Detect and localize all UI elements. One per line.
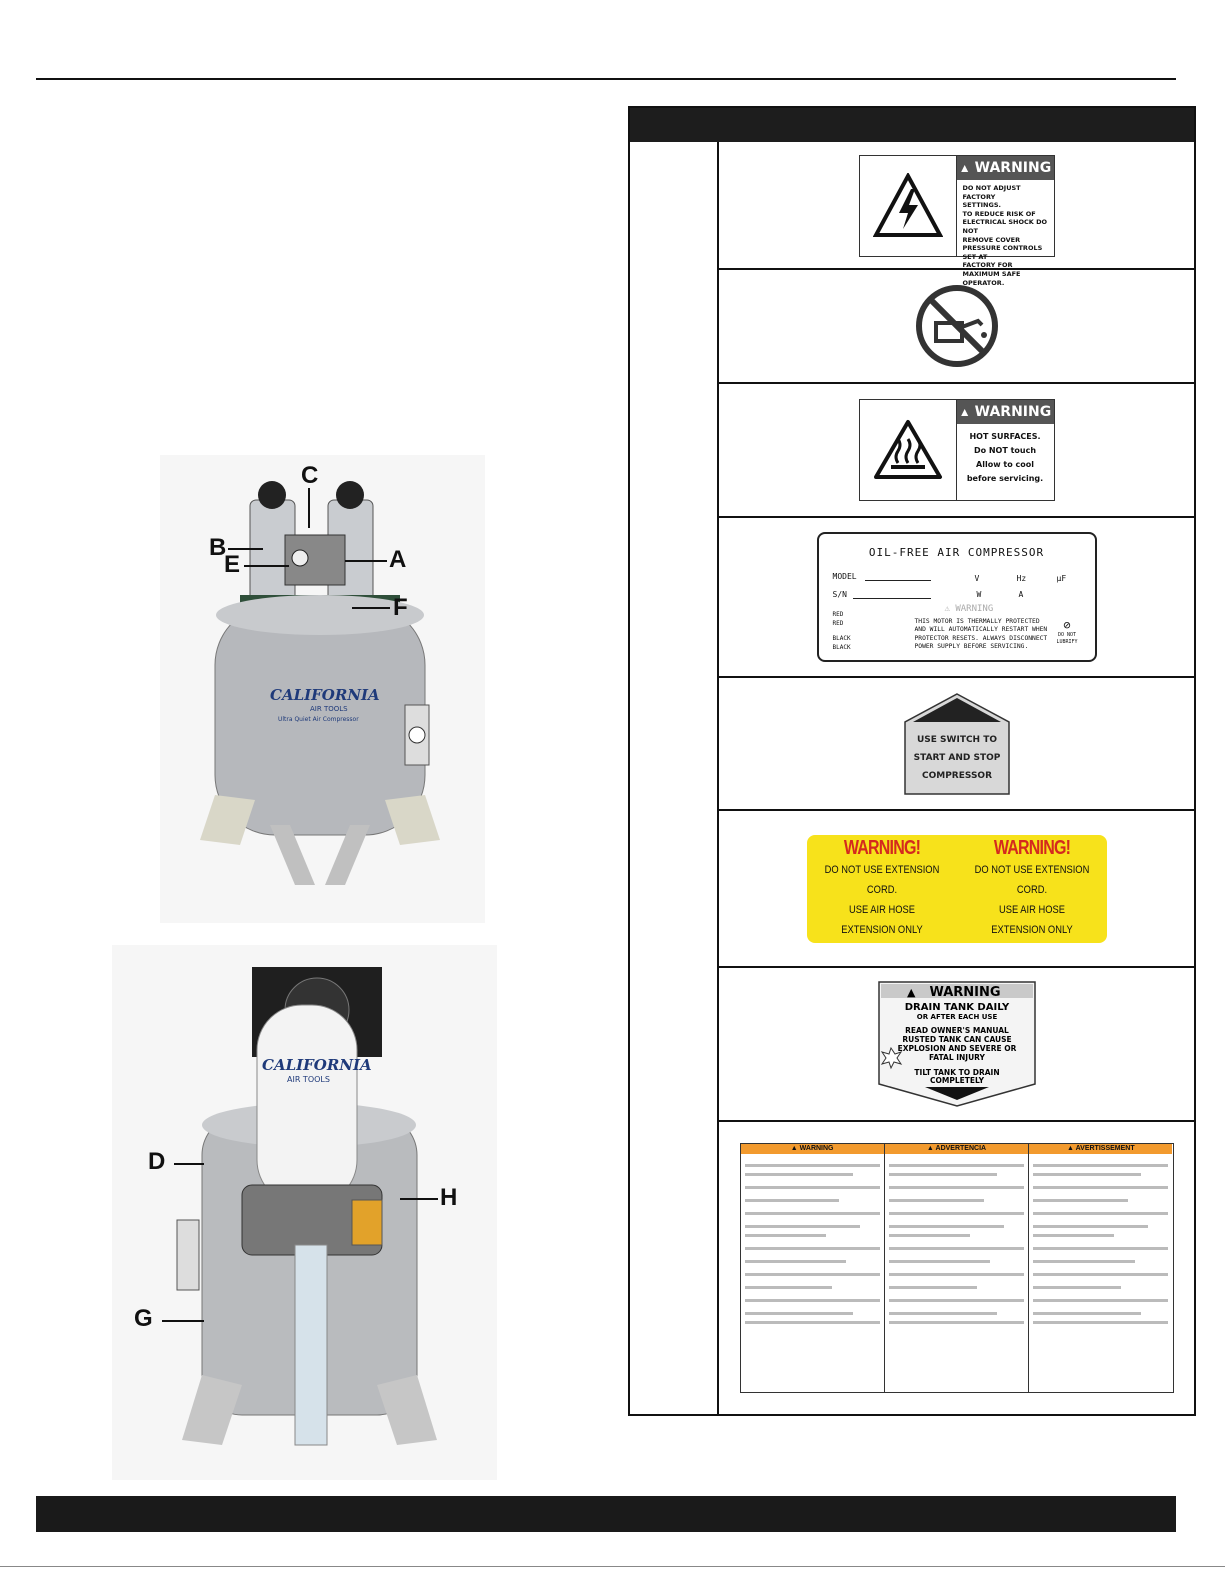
label-row-6: WARNING! DO NOT USE EXTENSION CORD. USE … [719,811,1194,966]
multilingual-warning-label: ▲ WARNING ▲ ADVERTENCIA [739,1143,1174,1393]
amps-label: A [1018,590,1024,599]
table-column-divider [717,142,719,1416]
tagline-1: Ultra Quiet Air Compressor [278,716,359,723]
brand-logo-2: CALIFORNIA [262,1056,372,1074]
extension-warning-left: WARNING! DO NOT USE EXTENSION CORD. USE … [824,837,939,936]
leader-g [162,1320,204,1322]
svg-text:EXPLOSION AND SEVERE OR: EXPLOSION AND SEVERE OR [897,1044,1016,1053]
svg-text:AIR TOOLS: AIR TOOLS [287,1075,330,1084]
drain-tank-label: ▲ WARNING DRAIN TANK DAILY OR AFTER EACH… [877,981,1036,1107]
switch-label: USE SWITCH TO START AND STOP COMPRESSOR [903,692,1010,795]
leader-c [308,488,310,528]
label-row-8: ▲ WARNING ▲ ADVERTENCIA [719,1122,1194,1414]
sn-label: S/N [832,590,847,599]
leader-b [228,548,263,550]
leader-e [244,565,289,567]
callout-d: D [148,1148,166,1175]
no-oil-icon [915,285,998,367]
svg-text:COMPRESSOR: COMPRESSOR [921,771,991,781]
svg-text:START AND STOP: START AND STOP [913,753,1000,763]
label-row-5: USE SWITCH TO START AND STOP COMPRESSOR [719,678,1194,809]
volts-label: V [974,574,980,583]
leader-f [352,607,390,609]
callout-b: B [209,534,227,561]
uf-label: μF [1056,574,1067,583]
svg-text:RUSTED TANK CAN CAUSE: RUSTED TANK CAN CAUSE [902,1035,1011,1044]
leader-h [400,1198,438,1200]
svg-text:OR AFTER EACH USE: OR AFTER EACH USE [916,1013,997,1021]
extension-warning-right: WARNING! DO NOT USE EXTENSION CORD. USE … [974,837,1089,936]
bottom-rule [0,1566,1225,1567]
nameplate-label: OIL-FREE AIR COMPRESSOR MODEL S/N V Hz μ… [816,532,1097,662]
svg-text:AIR TOOLS: AIR TOOLS [310,705,348,713]
callout-h: H [440,1184,458,1211]
brand-logo-1: CALIFORNIA [270,686,380,704]
watts-label: W [976,590,982,599]
svg-text:DRAIN TANK DAILY: DRAIN TANK DAILY [904,1002,1009,1013]
top-rule [36,78,1176,80]
alert-icon: ▲ [958,405,971,419]
leader-d [174,1163,204,1165]
svg-text:TILT TANK TO DRAIN: TILT TANK TO DRAIN [914,1068,999,1077]
warning-column-es: ▲ ADVERTENCIA [884,1144,1030,1392]
label-row-4: OIL-FREE AIR COMPRESSOR MODEL S/N V Hz μ… [719,518,1194,676]
svg-text:WARNING: WARNING [929,985,1000,1000]
svg-text:READ OWNER'S MANUAL: READ OWNER'S MANUAL [905,1026,1009,1035]
model-label: MODEL [832,572,857,581]
warning-column-fr: ▲ AVERTISSEMENT [1029,1144,1173,1392]
footer-bar [36,1496,1176,1532]
nameplate-warning: ⚠ WARNING [944,604,994,614]
hz-label: Hz [1016,574,1027,583]
explosion-icon [880,1046,902,1070]
svg-text:▲: ▲ [907,986,916,999]
leader-a [345,560,387,562]
warning-header: ▲ WARNING [956,156,1054,180]
electric-shock-icon [872,173,943,237]
svg-text:FATAL INJURY: FATAL INJURY [929,1053,986,1062]
nameplate-title: OIL-FREE AIR COMPRESSOR [868,546,1045,559]
warning-header: ▲ WARNING [956,400,1054,424]
label-row-2 [719,270,1194,382]
no-oil-small-icon: ⊘ [1063,618,1071,632]
compressor-photo-rear: CALIFORNIA AIR TOOLS [112,945,497,1480]
alert-icon: ▲ [958,161,971,175]
callout-c: C [301,462,319,489]
table-header-bar [630,108,1194,142]
callout-a: A [389,546,407,573]
extension-cord-label: WARNING! DO NOT USE EXTENSION CORD. USE … [806,834,1107,943]
svg-text:USE SWITCH TO: USE SWITCH TO [916,735,996,745]
callout-f: F [393,594,408,621]
down-arrow-icon [924,1087,989,1100]
callout-e: E [224,551,241,578]
callout-g: G [134,1305,153,1332]
compressor-photo-front: CALIFORNIA AIR TOOLS Ultra Quiet Air Com… [160,455,485,923]
label-row-7: ▲ WARNING DRAIN TANK DAILY OR AFTER EACH… [719,968,1194,1120]
svg-text:COMPLETELY: COMPLETELY [929,1076,984,1085]
hot-surface-icon [873,420,942,479]
warning-column-en: ▲ WARNING [740,1144,885,1392]
